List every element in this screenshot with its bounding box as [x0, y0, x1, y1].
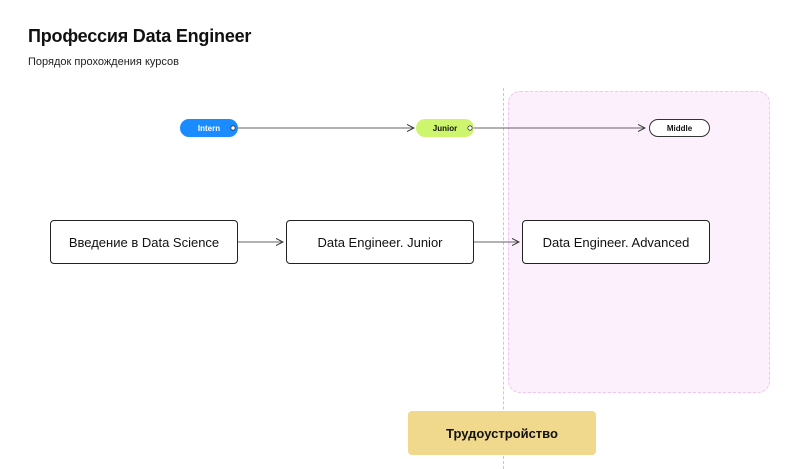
- junior-connector-dot: [467, 125, 473, 131]
- page-title: Профессия Data Engineer: [28, 26, 252, 46]
- level-intern-pill: Intern: [180, 119, 238, 137]
- course-data-engineer-junior[interactable]: Data Engineer. Junior: [286, 220, 474, 264]
- level-junior-pill: Junior: [416, 119, 474, 137]
- employment-box[interactable]: Трудоустройство: [408, 411, 596, 455]
- course-intro-data-science[interactable]: Введение в Data Science: [50, 220, 238, 264]
- intern-connector-dot: [230, 125, 236, 131]
- employment-divider: [503, 88, 504, 469]
- level-middle-pill: Middle: [649, 119, 710, 137]
- course-data-engineer-advanced[interactable]: Data Engineer. Advanced: [522, 220, 710, 264]
- page-subtitle: Порядок прохождения курсов: [28, 56, 179, 68]
